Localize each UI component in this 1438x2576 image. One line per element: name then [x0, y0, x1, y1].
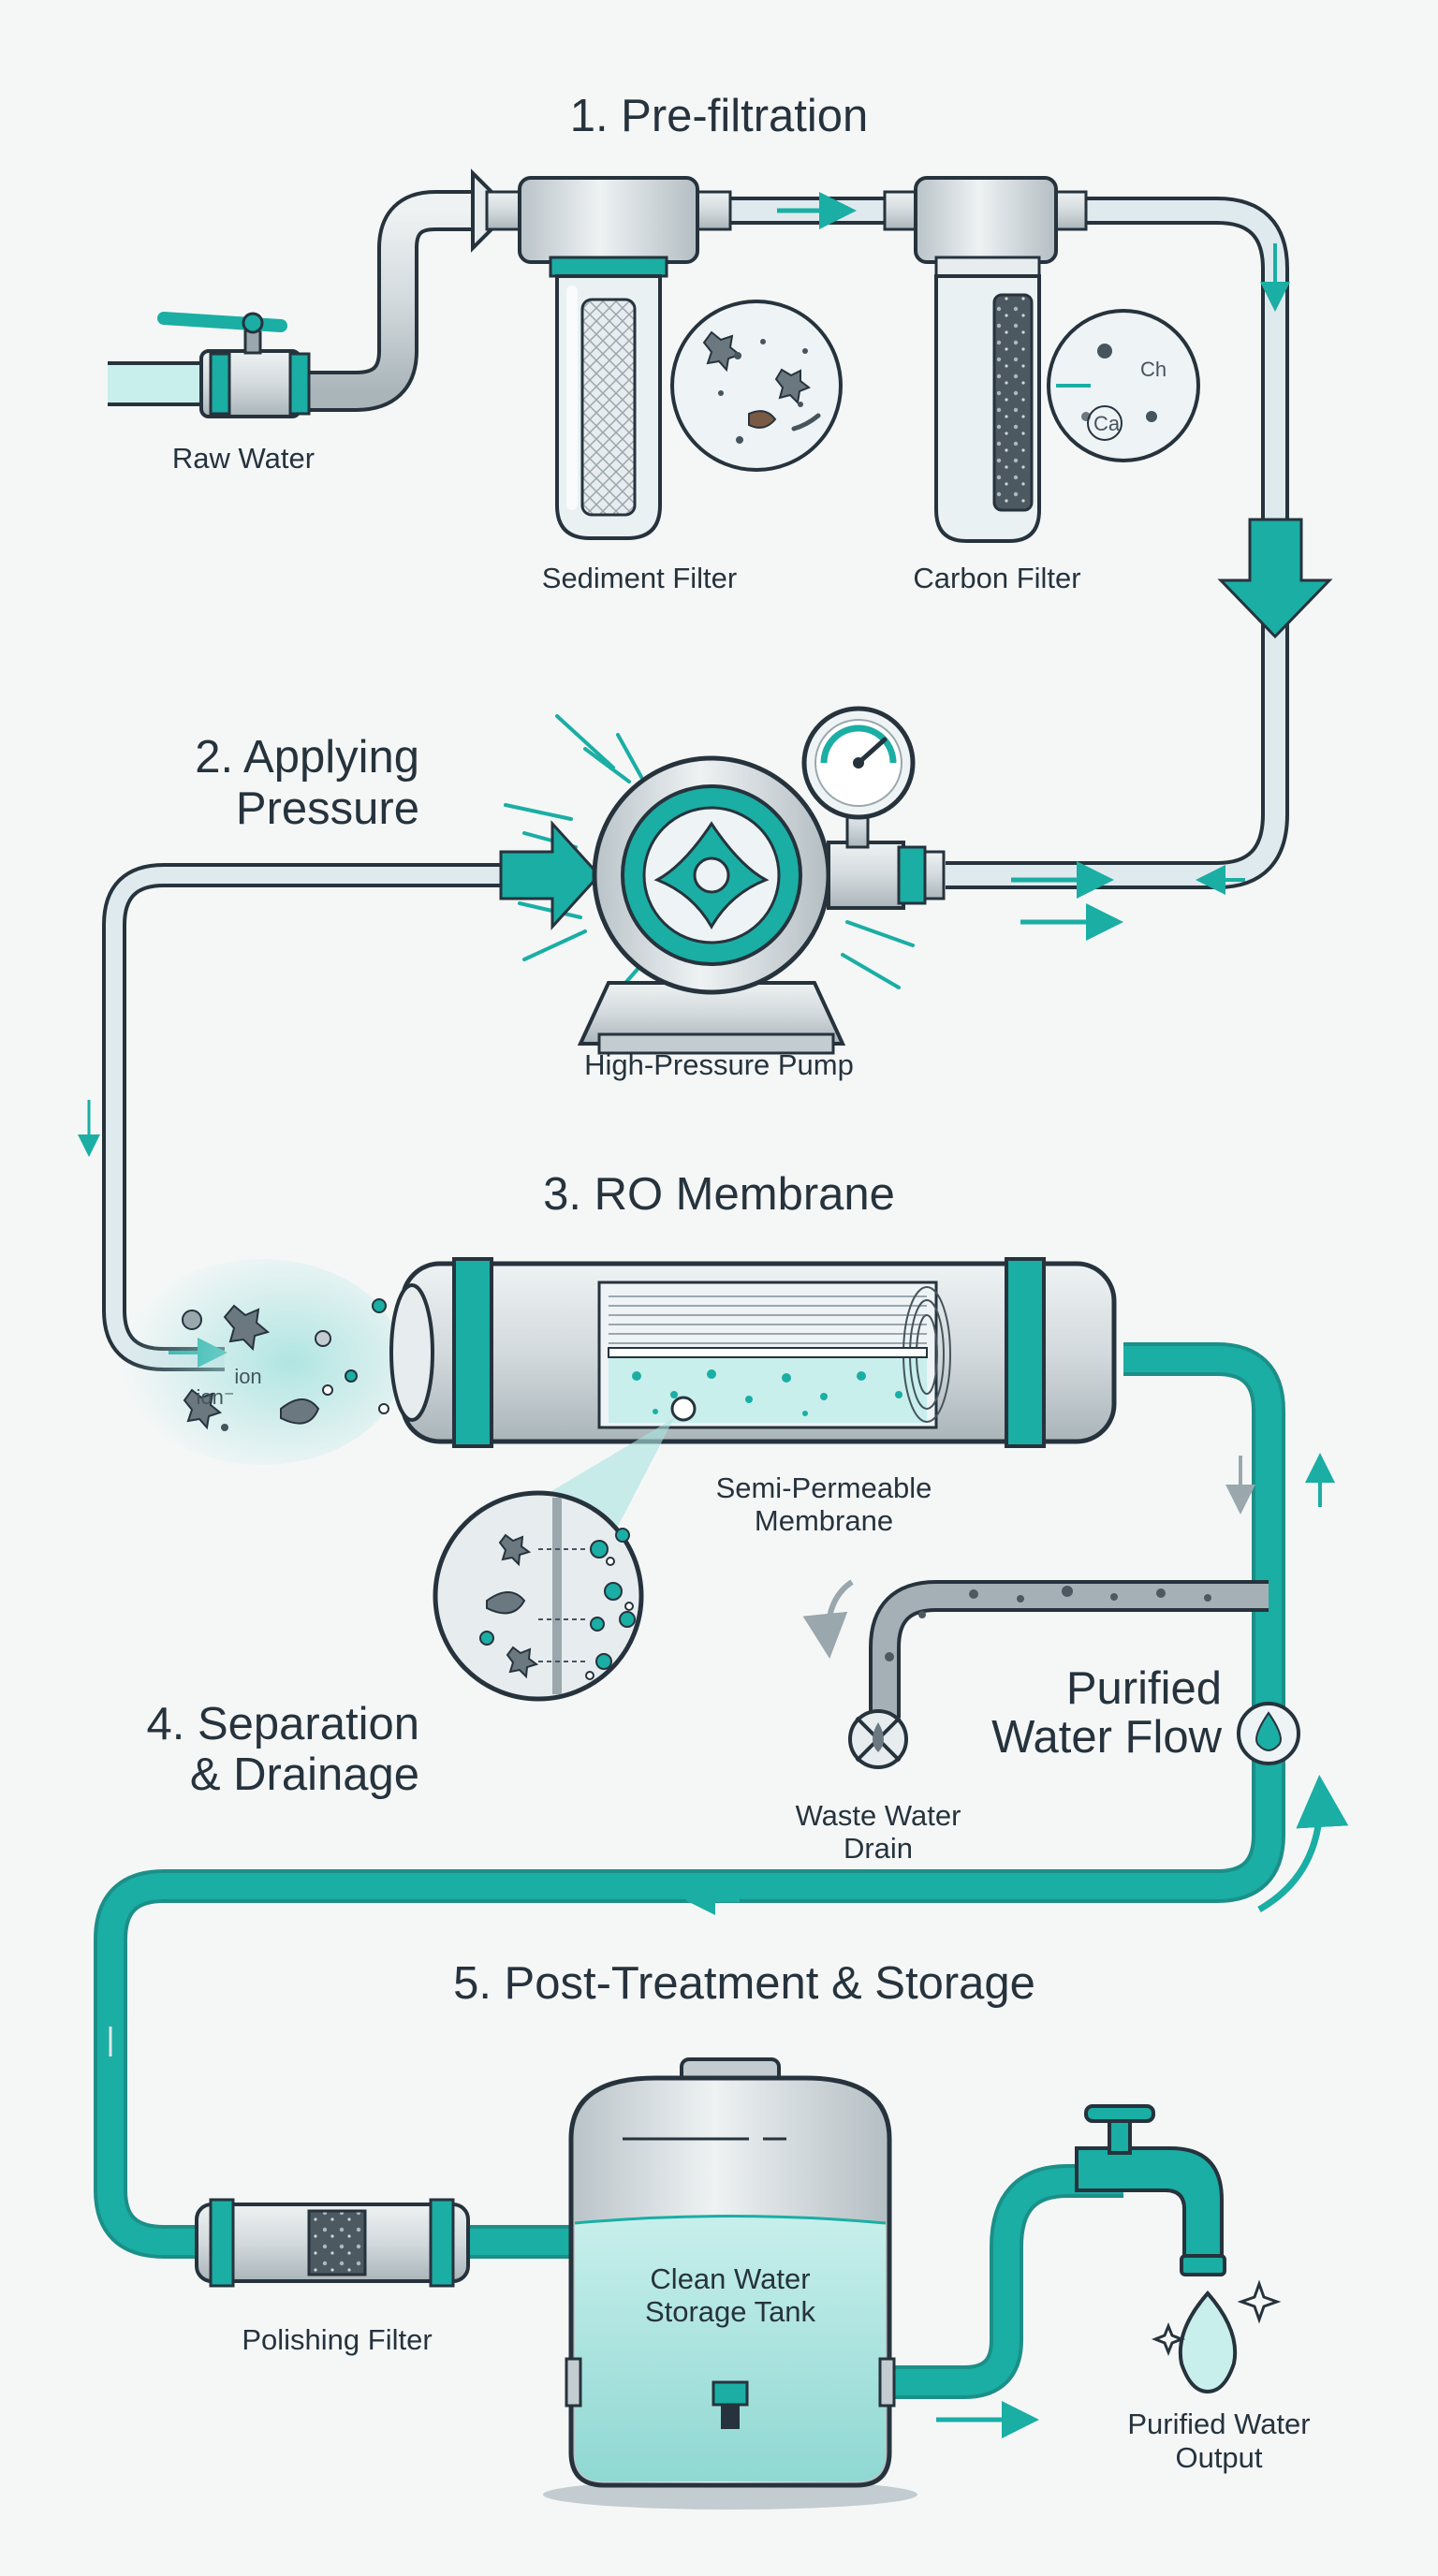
step4-title-line2: & Drainage [190, 1749, 419, 1800]
purified-flow-line1: Purified [1066, 1663, 1222, 1714]
faucet [1075, 2104, 1226, 2276]
membrane-label-line2: Membrane [755, 1504, 893, 1537]
membrane-label-line1: Semi-Permeable [716, 1471, 932, 1504]
tank-label-line2: Storage Tank [645, 2295, 816, 2328]
flow-meter [1237, 1702, 1300, 1765]
pressure-gauge-icon [801, 706, 916, 820]
waste-pipe [873, 1584, 1269, 1718]
ion-label-2: ion⁻ [197, 1385, 235, 1409]
purified-flow-line2: Water Flow [991, 1712, 1223, 1763]
output-label-line1: Purified Water [1127, 2408, 1310, 2440]
step2-title-line1: 2. Applying [195, 732, 419, 783]
membrane-zoom [433, 1490, 644, 1702]
step2-title-line2: Pressure [236, 783, 419, 834]
sparkle-icon [1151, 2321, 1186, 2357]
raw-water-label: Raw Water [172, 442, 315, 475]
big-down-arrow [1217, 518, 1333, 639]
contaminants [182, 1298, 397, 1431]
purified-water-pipe [97, 1346, 1282, 2255]
sediment-zoom [670, 300, 843, 472]
water-drop-icon [1255, 1711, 1282, 1751]
step1-title: 1. Pre-filtration [570, 91, 869, 141]
pump-label: High-Pressure Pump [584, 1048, 854, 1081]
sparkle-icon [1237, 2279, 1282, 2324]
step3-title: 3. RO Membrane [543, 1169, 895, 1220]
carbon-chem-1: Ch [1140, 358, 1167, 381]
faucet-handle-icon [1084, 2104, 1155, 2123]
sediment-filter [485, 176, 732, 540]
output-label-line2: Output [1175, 2441, 1262, 2474]
pipes [94, 190, 1289, 2399]
carbon-filter-label: Carbon Filter [913, 562, 1080, 594]
waste-label-line2: Drain [844, 1832, 913, 1865]
inlet-valve [157, 312, 311, 418]
carbon-zoom [1047, 309, 1200, 462]
flow-arrows [78, 192, 1349, 2438]
step4-title-line1: 4. Separation [147, 1699, 420, 1749]
carbon-filter [883, 176, 1088, 543]
polishing-filter [195, 2198, 470, 2288]
water-droplet-icon [1178, 2290, 1238, 2394]
drain-icon [873, 1722, 884, 1752]
ro-membrane-housing [389, 1257, 1117, 1448]
pump-inlet-arrow [499, 820, 602, 930]
high-pressure-pump [577, 755, 946, 1055]
waste-label-line1: Waste Water [796, 1799, 961, 1832]
contaminant-cloud [122, 1259, 403, 1465]
waste-drain [848, 1709, 908, 1769]
faucet-pipe [880, 2168, 1123, 2395]
ion-label-1: ion [234, 1365, 261, 1388]
carbon-chem-2: Ca [1093, 412, 1121, 435]
sediment-filter-label: Sediment Filter [542, 562, 737, 594]
storage-tank [543, 2057, 917, 2510]
tank-label-line1: Clean Water [650, 2262, 810, 2295]
polishing-filter-label: Polishing Filter [242, 2323, 432, 2356]
valve-handle-icon [242, 312, 264, 334]
step5-title: 5. Post-Treatment & Storage [453, 1958, 1035, 2009]
